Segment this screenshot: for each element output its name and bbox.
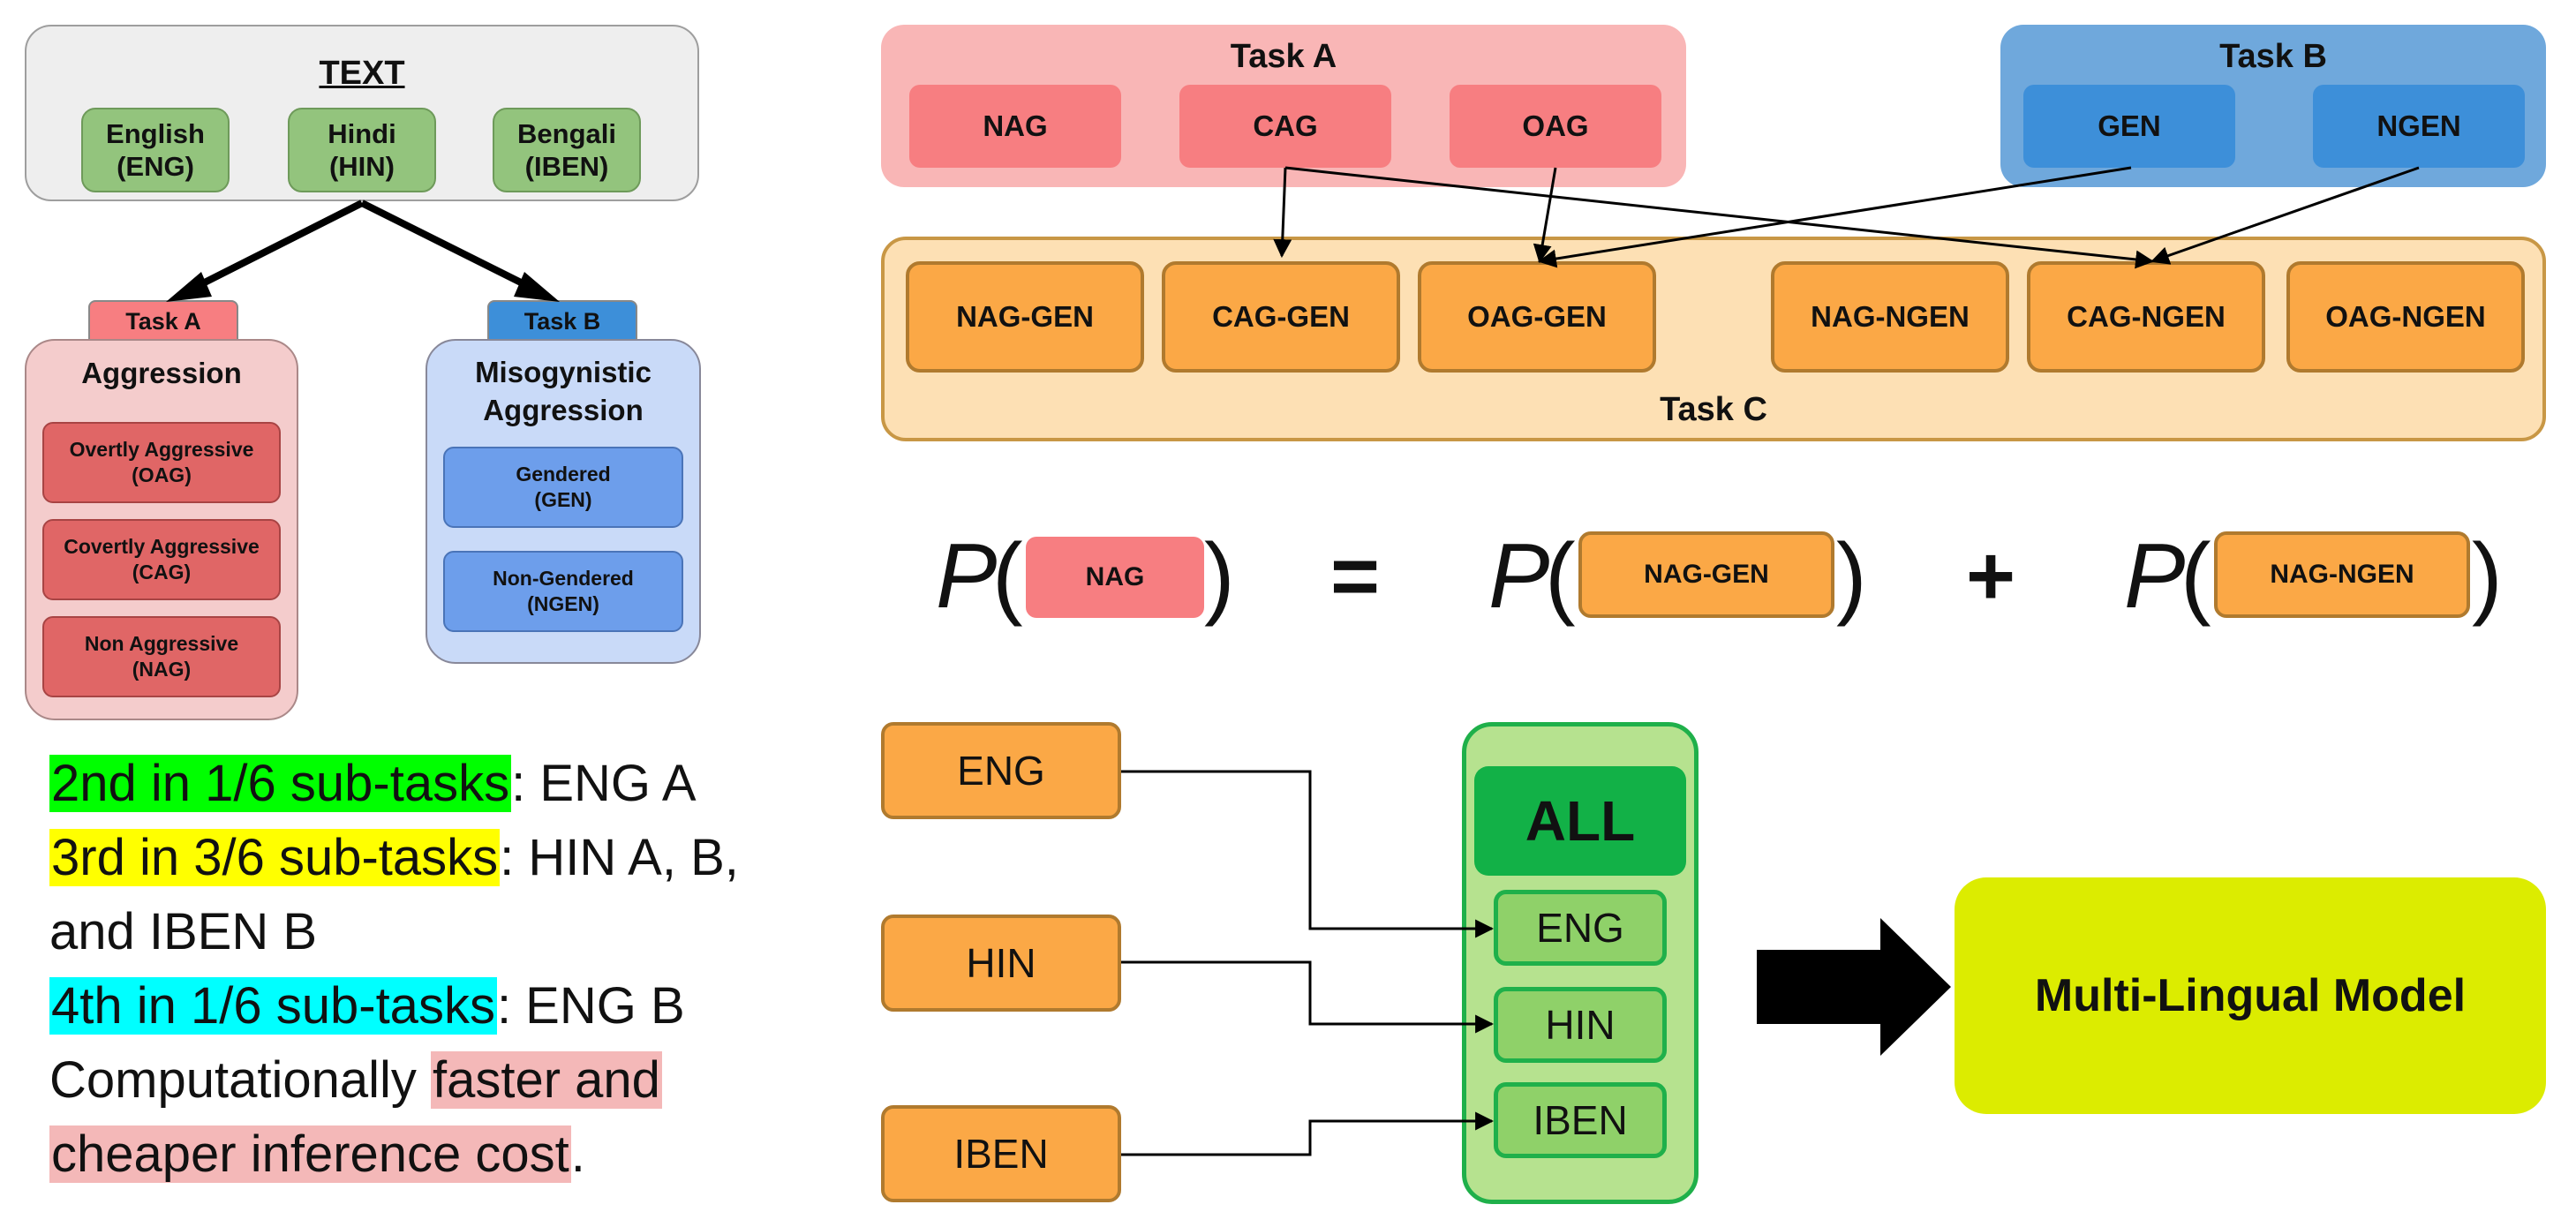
eq-plus: +: [1965, 529, 2016, 623]
lang-hindi-box: Hindi (HIN): [288, 108, 436, 192]
all-item-hin: HIN: [1494, 987, 1667, 1063]
result-rank-3rd-detail-cont: and IBEN B: [49, 903, 318, 960]
result-rank-2nd: 2nd in 1/6 sub-tasks: [49, 755, 512, 812]
result-rank-3rd-detail: : HIN A, B,: [500, 829, 739, 886]
cag-to-cag-gen-connector: [1273, 167, 1292, 259]
class-cag-code: (CAG): [132, 561, 192, 583]
lang-hindi-code: (HIN): [328, 151, 395, 182]
eq-term2-box: NAG-NGEN: [2214, 531, 2470, 618]
combo-nag-gen-box: NAG-GEN: [906, 261, 1144, 373]
combo-oag-box: OAG: [1450, 85, 1661, 168]
result-rank-4th-detail: : ENG B: [496, 977, 685, 1035]
combo-cag-box: CAG: [1179, 85, 1391, 168]
eq-p-lhs: P: [936, 525, 998, 628]
class-gen-code: (GEN): [534, 488, 592, 511]
eq-open-paren-term1: (: [1545, 525, 1576, 628]
result-efficiency-prefix: Computationally: [49, 1051, 431, 1109]
combo-cag-gen-box: CAG-GEN: [1162, 261, 1400, 373]
lang-hindi-name: Hindi: [328, 117, 396, 149]
results-summary: 2nd in 1/6 sub-tasks: ENG A 3rd in 3/6 s…: [49, 747, 844, 1192]
task-a-title: Aggression: [81, 356, 242, 389]
class-oag-name: Overtly Aggressive: [69, 438, 254, 462]
combo-nag-ngen-box: NAG-NGEN: [1771, 261, 2009, 373]
text-title: TEXT: [319, 54, 405, 92]
combo-nag-box: NAG: [909, 85, 1121, 168]
combo-task-c-panel: [881, 237, 2546, 441]
text-to-task-a-arrowhead: [166, 272, 212, 302]
combo-cag-ngen-box: CAG-NGEN: [2027, 261, 2265, 373]
eq-close-paren-term2: ): [2472, 525, 2503, 628]
class-gen-box: Gendered (GEN): [443, 447, 683, 528]
source-hin-box: HIN: [881, 915, 1121, 1012]
iben-to-all-connector: [1121, 1111, 1495, 1156]
class-cag-name: Covertly Aggressive: [64, 535, 260, 559]
all-item-iben: IBEN: [1494, 1082, 1667, 1158]
class-ngen-code: (NGEN): [527, 592, 599, 615]
result-efficiency-highlight: faster and: [431, 1051, 662, 1109]
combo-ngen-box: NGEN: [2313, 85, 2525, 168]
lang-english-box: English (ENG): [81, 108, 230, 192]
class-cag-box: Covertly Aggressive (CAG): [42, 519, 281, 600]
ngen-to-cag-ngen-connector: [2150, 166, 2420, 265]
class-nag-code: (NAG): [132, 658, 192, 681]
multilingual-model-box: Multi-Lingual Model: [1955, 877, 2546, 1114]
class-gen-name: Gendered: [516, 463, 611, 486]
to-model-arrow: [1757, 918, 1951, 1056]
eng-to-all-connector: [1121, 770, 1495, 938]
class-nag-box: Non Aggressive (NAG): [42, 616, 281, 697]
hin-to-all-connector: [1121, 960, 1495, 1034]
eq-equals: =: [1329, 529, 1381, 623]
class-ngen-box: Non-Gendered (NGEN): [443, 551, 683, 632]
gen-to-oag-gen-connector: [1537, 166, 2132, 268]
class-ngen-name: Non-Gendered: [493, 567, 634, 591]
result-rank-3rd: 3rd in 3/6 sub-tasks: [49, 829, 501, 886]
eq-open-paren-term2: (: [2181, 525, 2211, 628]
lang-english-name: English: [106, 117, 205, 149]
eq-term1-box: NAG-GEN: [1578, 531, 1834, 618]
task-b-title-line1: Misogynistic: [475, 356, 652, 389]
class-nag-name: Non Aggressive: [84, 632, 239, 656]
combo-oag-ngen-box: OAG-NGEN: [2286, 261, 2525, 373]
eq-p-term1: P: [1488, 525, 1550, 628]
combo-task-b-title: Task B: [2219, 37, 2327, 75]
text-to-task-b-arrowhead: [514, 272, 560, 302]
combo-gen-box: GEN: [2023, 85, 2235, 168]
combo-task-c-title: Task C: [1660, 390, 1767, 428]
eq-p-term2: P: [2124, 525, 2186, 628]
oag-to-oag-gen-connector: [1533, 167, 1557, 264]
combo-task-a-title: Task A: [1230, 37, 1337, 75]
result-rank-4th: 4th in 1/6 sub-tasks: [49, 977, 497, 1035]
result-efficiency-highlight-cont: cheaper inference cost: [49, 1125, 571, 1183]
eq-close-paren-lhs: ): [1204, 525, 1235, 628]
task-b-title: Misogynistic Aggression: [426, 350, 701, 434]
task-a-tab: Task A: [88, 300, 238, 341]
text-to-task-b-connector: [360, 199, 540, 295]
result-rank-2nd-detail: : ENG A: [511, 755, 697, 812]
class-oag-box: Overtly Aggressive (OAG): [42, 422, 281, 503]
lang-bengali-code: (IBEN): [524, 151, 609, 182]
all-item-eng: ENG: [1494, 890, 1667, 966]
lang-english-code: (ENG): [117, 151, 194, 182]
source-eng-box: ENG: [881, 722, 1121, 819]
cag-to-cag-ngen-connector: [1284, 166, 2155, 269]
task-b-title-line2: Aggression: [483, 394, 644, 426]
all-languages-title: ALL: [1474, 766, 1686, 876]
source-iben-box: IBEN: [881, 1105, 1121, 1202]
task-b-tab: Task B: [487, 300, 637, 341]
lang-bengali-name: Bengali: [517, 117, 616, 149]
text-to-task-a-connector: [185, 199, 364, 295]
class-oag-code: (OAG): [132, 463, 192, 486]
eq-open-paren-lhs: (: [992, 525, 1023, 628]
eq-close-paren-term1: ): [1836, 525, 1867, 628]
lang-bengali-box: Bengali (IBEN): [493, 108, 641, 192]
result-efficiency-end: .: [570, 1125, 585, 1183]
eq-lhs-nag-box: NAG: [1026, 537, 1204, 618]
